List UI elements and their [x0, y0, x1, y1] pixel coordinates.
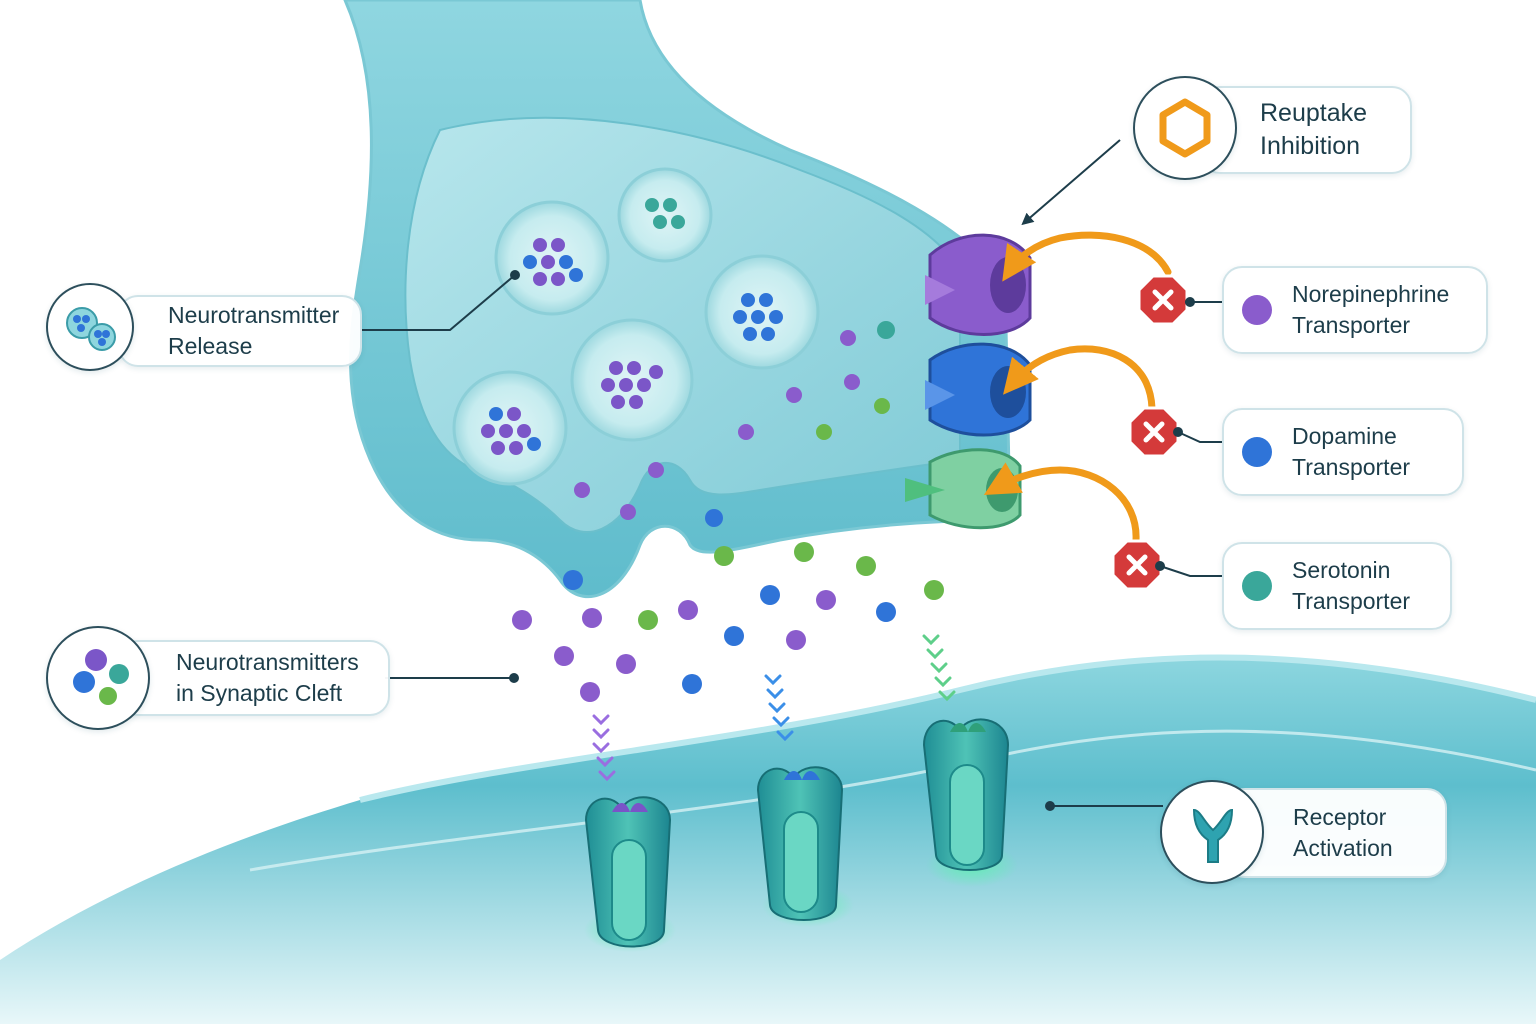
vesicle	[704, 254, 820, 370]
vesicle	[570, 318, 694, 442]
reuptake-inhibition-callout: Reuptake Inhibition	[1200, 86, 1412, 174]
blocked-x-icon	[1128, 406, 1180, 458]
callout-label-line: Release	[168, 333, 253, 359]
molecules-cleft	[512, 542, 944, 702]
neurotransmitters-cleft-callout: Neurotransmitters in Synaptic Cleft	[118, 640, 390, 716]
callout-label-line: Reuptake	[1260, 99, 1368, 127]
blocked-x-icon	[1111, 539, 1163, 591]
hexagon-icon	[1133, 76, 1237, 180]
dopamine-dot	[1242, 437, 1272, 467]
receptor	[922, 718, 1018, 887]
norepinephrine-transporter-callout: Norepinephrine Transporter	[1222, 266, 1488, 354]
receptor	[756, 766, 854, 927]
callout-label-line: Transporter	[1292, 312, 1411, 338]
callout-label-line: in Synaptic Cleft	[176, 680, 343, 706]
callout-label-line: Transporter	[1292, 454, 1411, 480]
callout-label-line: Neurotransmitter	[168, 302, 340, 328]
leader-line	[360, 139, 1222, 811]
molecules-icon	[46, 626, 150, 730]
callout-label-line: Inhibition	[1260, 132, 1361, 160]
serotonin-dot	[1242, 571, 1272, 601]
dopamine-transporter-callout: Dopamine Transporter	[1222, 408, 1464, 496]
inhibition-arrow	[1002, 231, 1172, 282]
vesicle-icon	[46, 283, 134, 371]
callout-label-line: Receptor	[1293, 804, 1387, 830]
norepinephrine-transporter	[925, 233, 1032, 336]
molecules-terminal	[574, 321, 895, 527]
neurotransmitter-release-callout: Neurotransmitter Release	[118, 295, 362, 367]
callout-label-line: Neurotransmitters	[176, 649, 359, 675]
callout-label-line: Transporter	[1292, 588, 1411, 614]
presynaptic-terminal	[343, 0, 1012, 598]
vesicle	[452, 370, 568, 486]
callout-label-line: Norepinephrine	[1292, 281, 1450, 307]
vesicle	[494, 200, 610, 316]
callout-label-line: Dopamine	[1292, 423, 1397, 449]
serotonin-transporter-callout: Serotonin Transporter	[1222, 542, 1452, 630]
norepinephrine-dot	[1242, 295, 1272, 325]
vesicle	[617, 167, 713, 263]
binding-trail	[592, 634, 956, 782]
receptor-icon	[1160, 780, 1264, 884]
inhibition-arrow	[983, 462, 1140, 544]
blocked-x-icon	[1137, 274, 1189, 326]
inhibition-arrow	[1003, 345, 1156, 412]
dopamine-transporter	[925, 342, 1032, 437]
receptor	[584, 796, 676, 952]
callout-label-line: Serotonin	[1292, 557, 1391, 583]
callout-label-line: Activation	[1293, 835, 1393, 861]
